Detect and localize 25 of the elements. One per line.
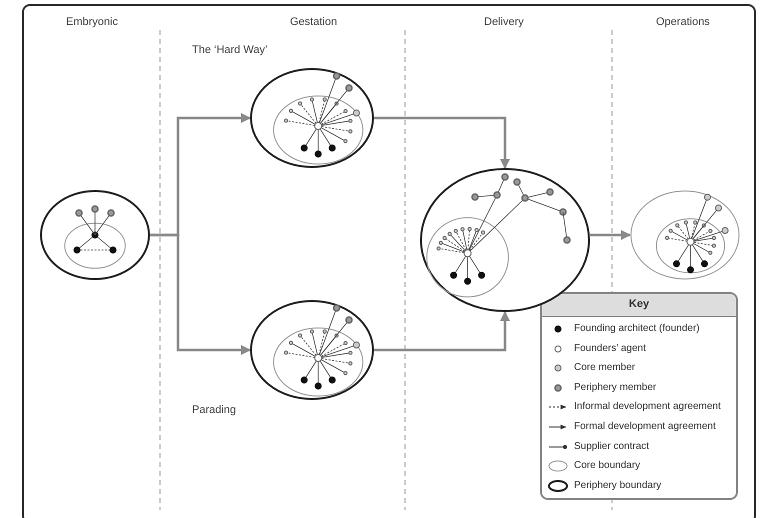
key-title: Key xyxy=(628,298,650,310)
arrow xyxy=(374,116,510,169)
legend-label: Informal development agreement xyxy=(574,401,721,412)
network-drawing xyxy=(40,190,150,280)
stage-label: The ‘Hard Way’ xyxy=(192,44,268,56)
legend-label: Formal development agreement xyxy=(574,421,716,432)
stage-heading: Operations xyxy=(656,16,710,28)
stage-heading: Gestation xyxy=(290,16,338,28)
network-drawing xyxy=(250,68,374,168)
stage-heading: Delivery xyxy=(484,16,524,28)
arrow xyxy=(590,230,631,240)
legend-label: Periphery boundary xyxy=(574,480,662,491)
legend-label: Founding architect (founder) xyxy=(574,323,700,334)
stage-heading: Embryonic xyxy=(66,16,118,28)
network-drawing xyxy=(250,300,374,400)
stage-label: Parading xyxy=(192,404,236,416)
network-drawing xyxy=(420,168,590,312)
arrow xyxy=(150,234,251,355)
legend-label: Core boundary xyxy=(574,460,640,472)
arrow xyxy=(374,311,510,352)
legend-label: Supplier contract xyxy=(574,440,650,452)
legend-label: Periphery member xyxy=(574,382,656,393)
legend-label: Core member xyxy=(574,362,636,374)
legend-label: Founders’ agent xyxy=(574,342,646,354)
network-drawing xyxy=(630,190,740,280)
